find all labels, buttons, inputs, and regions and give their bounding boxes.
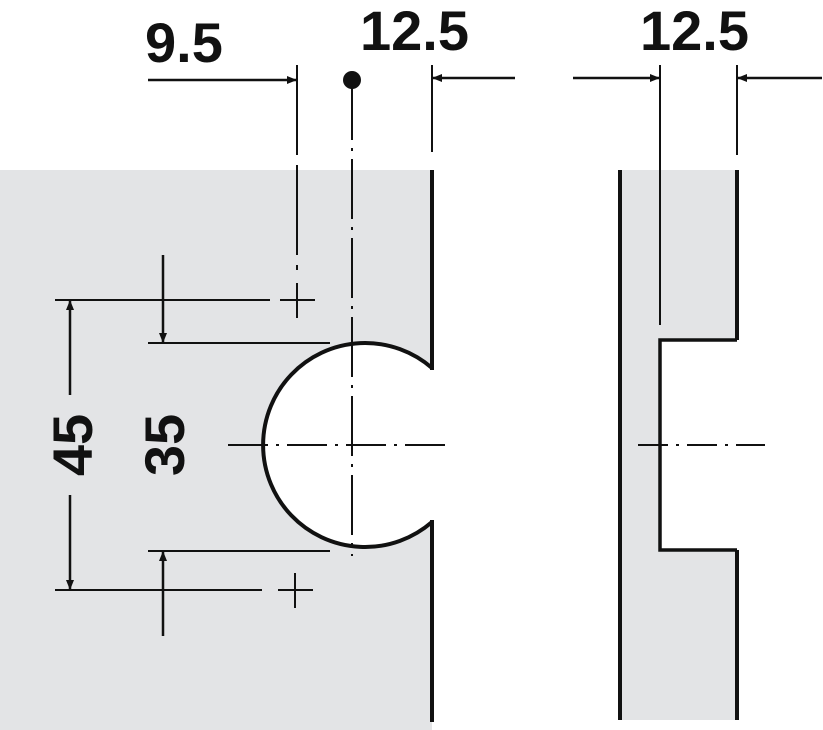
dimension-label-12-5-front: 12.5 (360, 0, 469, 62)
front-view (0, 65, 515, 730)
plus-marker (278, 283, 315, 608)
center-dot (343, 71, 361, 89)
dimension-label-35: 35 (133, 414, 196, 476)
dimension-label-12-5-side: 12.5 (640, 0, 749, 62)
dimension-label-9-5: 9.5 (145, 11, 223, 74)
door-section (620, 170, 737, 720)
dimension-label-45: 45 (41, 414, 104, 476)
side-view (573, 65, 822, 720)
